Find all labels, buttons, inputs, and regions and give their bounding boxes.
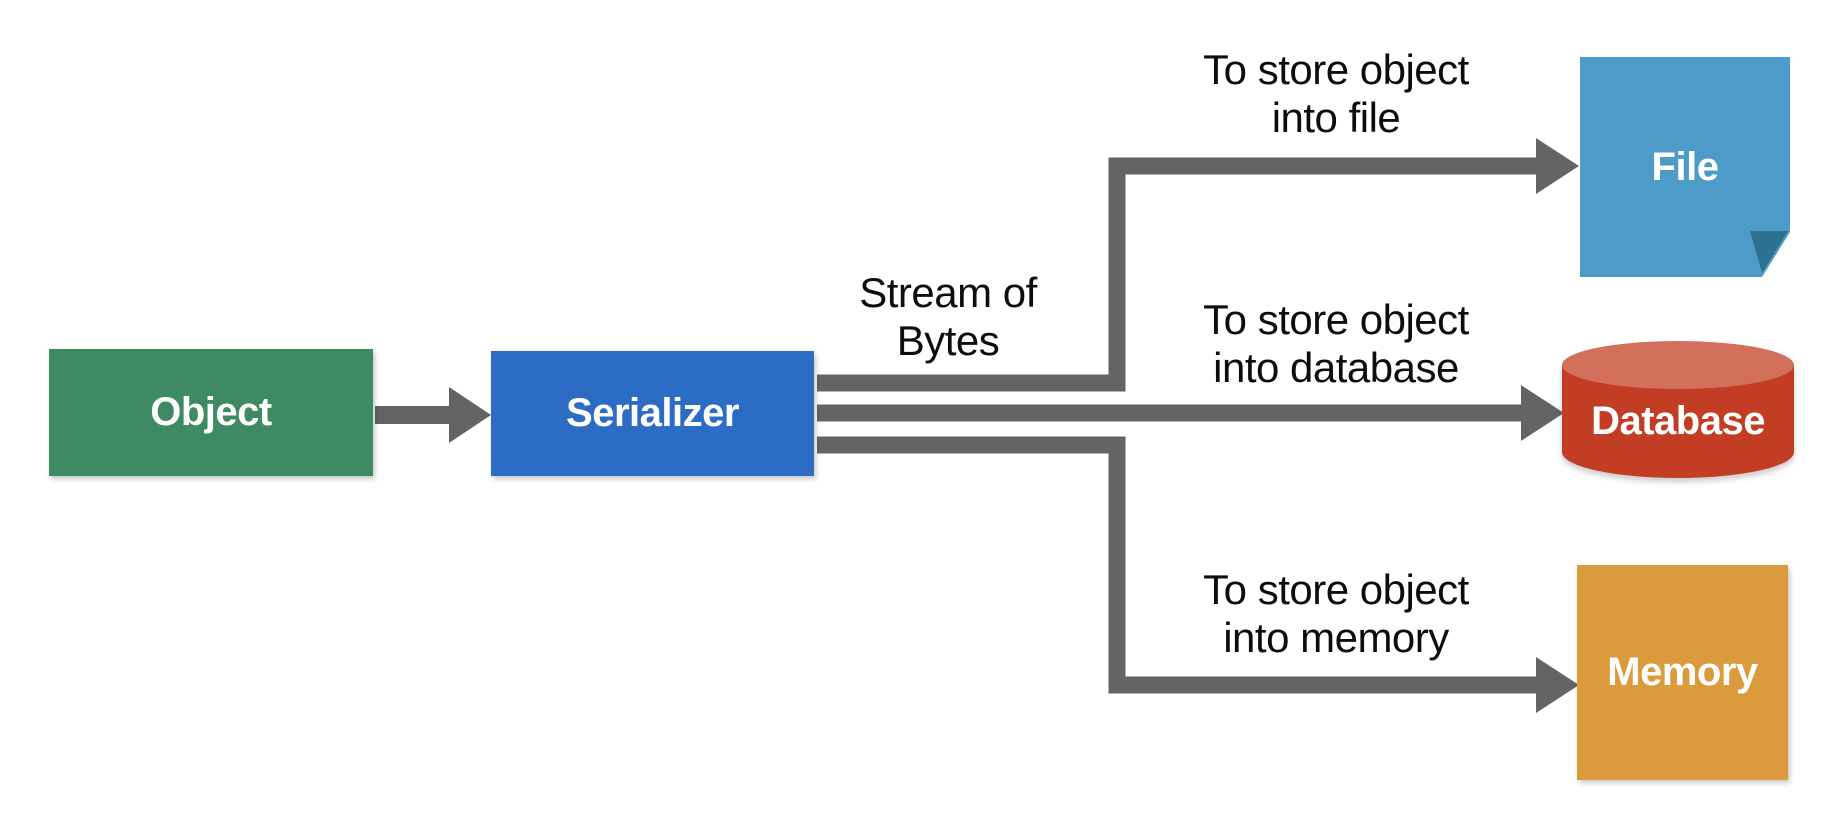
arrow-serializer-to-memory [817,436,1536,694]
database-cylinder-top [1562,341,1794,389]
to-store-into-file-label: To store object into file [1203,46,1469,141]
arrow-serializer-to-file [817,157,1536,392]
node-database: Database [1562,341,1794,478]
node-file: File [1580,57,1790,277]
arrowhead-to-database [1521,385,1564,441]
node-serializer: Serializer [491,351,814,476]
arrowhead-to-file [1536,138,1579,194]
arrowhead-to-memory [1536,657,1579,713]
stream-of-bytes-label: Stream of Bytes [859,269,1037,364]
node-object-label: Object [150,390,272,434]
arrowhead-to-serializer [449,387,491,443]
node-memory: Memory [1577,565,1788,780]
to-store-into-memory-label: To store object into memory [1203,566,1469,661]
to-store-into-database-label: To store object into database [1203,296,1469,391]
node-file-label: File [1651,144,1719,189]
node-object: Object [49,349,373,476]
node-serializer-label: Serializer [566,391,739,435]
node-memory-label: Memory [1607,650,1758,694]
node-database-label: Database [1591,399,1765,443]
